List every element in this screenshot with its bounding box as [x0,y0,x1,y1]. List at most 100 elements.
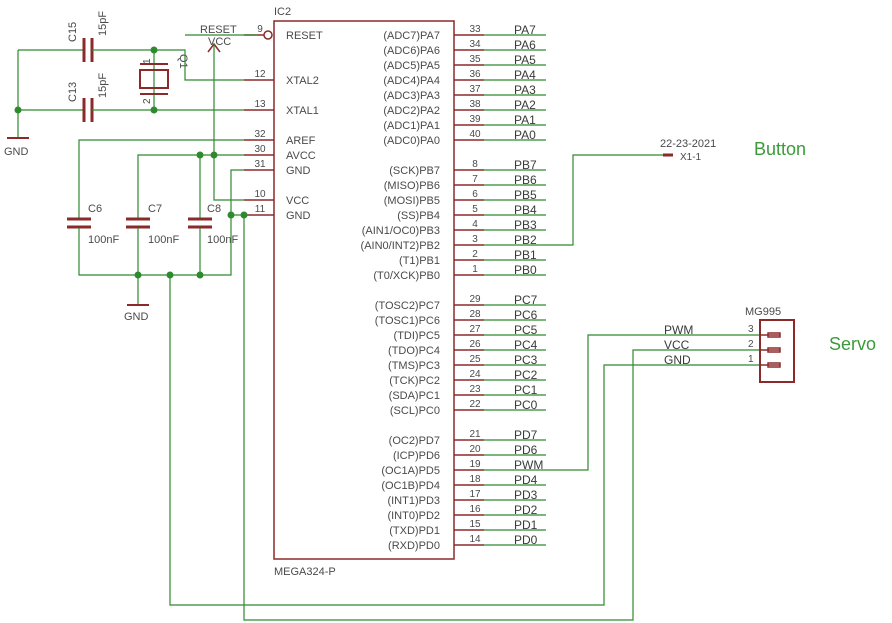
ic-right-pin-number: 3 [472,234,478,245]
servo-net-label: VCC [664,338,690,352]
ic-left-pin-number: 10 [254,189,266,200]
ic-right-pin-number: 28 [469,309,481,320]
ic-right-pin-name: (OC1A)PD5 [381,465,440,477]
ic2-symbol: IC2 MEGA324-P 9RESET12XTAL213XTAL132AREF… [244,6,546,578]
ic-right-pin-name: (RXD)PD0 [388,540,440,552]
net-label: PD2 [514,503,538,517]
c8-reference: C8 [207,203,221,215]
ic-right-pin-name: (ADC0)PA0 [383,135,440,147]
ic-left-pin-name: GND [286,210,311,222]
ic-right-pin-name: (ADC3)PA3 [383,90,440,102]
junction-dot [227,211,235,219]
ic-right-pin-name: (ADC4)PA4 [383,75,440,87]
net-label: PA0 [514,128,536,142]
servo-pin-contact [767,347,781,353]
ic-right-pin-number: 8 [472,159,478,170]
net-label: PB0 [514,263,537,277]
q1-pin1-number: 1 [142,58,153,64]
ic2-value: MEGA324-P [274,566,336,578]
ic-right-pin-name: (ADC6)PA6 [383,45,440,57]
net-label: PA2 [514,98,536,112]
ic-right-pin-name: (T0/XCK)PB0 [373,270,440,282]
ic-right-pin-name: (TDO)PC4 [388,345,440,357]
net-label: PC1 [514,383,538,397]
gnd-left-label: GND [4,146,29,158]
ic-right-pin-number: 36 [469,69,481,80]
ic-left-pin-name: VCC [286,195,309,207]
net-label: PD1 [514,518,538,532]
ic-left-pin-name: RESET [286,30,323,42]
ic-right-pin-number: 29 [469,294,481,305]
ic-right-pin-number: 1 [472,264,478,275]
net-label: PB4 [514,203,537,217]
net-label: PA1 [514,113,536,127]
ic-right-pin-number: 23 [469,384,481,395]
c7-reference: C7 [148,203,162,215]
ic-right-pin-number: 16 [469,504,481,515]
ic-right-pin-number: 33 [469,24,481,35]
net-label: PB5 [514,188,537,202]
net-label: PC5 [514,323,538,337]
capacitor-c13: C13 15pF [18,73,154,122]
ic-left-pin-name: GND [286,165,311,177]
ic-right-pin-number: 24 [469,369,481,380]
capacitor-c6: C6 100nF [67,203,119,246]
ic-left-pin-number: 11 [255,204,266,215]
ic-right-pin-name: (INT1)PD3 [387,495,440,507]
ic-right-pin-name: (OC1B)PD4 [381,480,440,492]
c8-value: 100nF [207,234,238,246]
net-label: PD3 [514,488,538,502]
ic-right-pin-name: (ADC7)PA7 [383,30,440,42]
ic-right-pin-number: 25 [469,354,481,365]
net-label: PA3 [514,83,536,97]
ic-right-pin-name: (ICP)PD6 [393,450,440,462]
q1-pin2-number: 2 [142,98,153,104]
net-label: PA5 [514,53,536,67]
ic-right-pin-name: (TOSC2)PC7 [375,300,440,312]
servo-pin-contact [767,362,781,368]
net-label: PD6 [514,443,538,457]
net-label: PC6 [514,308,538,322]
button-annotation: Button [754,139,806,159]
c15-value: 15pF [97,11,109,36]
ic-right-pin-number: 15 [469,519,481,530]
crystal-section: C15 15pF C13 15pF GND 1 2 Q1 [4,11,244,158]
ic-right-pin-number: 6 [472,189,478,200]
ic-right-pin-number: 19 [469,459,481,470]
ic-left-pin-number: 30 [254,144,266,155]
net-label: PD0 [514,533,538,547]
ic-right-pin-name: (ADC5)PA5 [383,60,440,72]
vcc-label: VCC [208,36,231,48]
c6-value: 100nF [88,234,119,246]
ic-right-pin-number: 37 [469,84,481,95]
net-label: PB2 [514,233,537,247]
c6-reference: C6 [88,203,102,215]
c13-reference: C13 [67,82,79,102]
ic-right-pin-name: (AIN1/OC0)PB3 [362,225,440,237]
servo-pin-number: 1 [748,354,754,365]
net-label: PWM [514,458,543,472]
net-label: PC3 [514,353,538,367]
c13-value: 15pF [97,73,109,98]
ic-right-pin-name: (INT0)PD2 [387,510,440,522]
junction-dot [134,271,142,279]
servo-pin-contact [767,332,781,338]
ic-right-pin-name: (TDI)PC5 [394,330,440,342]
ic-right-pin-name: (OC2)PD7 [389,435,440,447]
reset-label: RESET [200,24,237,36]
servo-net-label: PWM [664,323,693,337]
net-label: PD4 [514,473,538,487]
ic-right-pin-number: 38 [469,99,481,110]
ic-right-pin-number: 39 [469,114,481,125]
gnd-symbol-caps: GND [124,304,149,323]
ic-right-pin-name: (MISO)PB6 [384,180,440,192]
ic-right-pin-number: 5 [472,204,478,215]
ic-left-pin-name: XTAL2 [286,75,319,87]
ic-right-pin-name: (MOSI)PB5 [384,195,440,207]
vcc-symbol: VCC [207,36,244,201]
servo-net-label: GND [664,353,691,367]
net-label: PC7 [514,293,538,307]
